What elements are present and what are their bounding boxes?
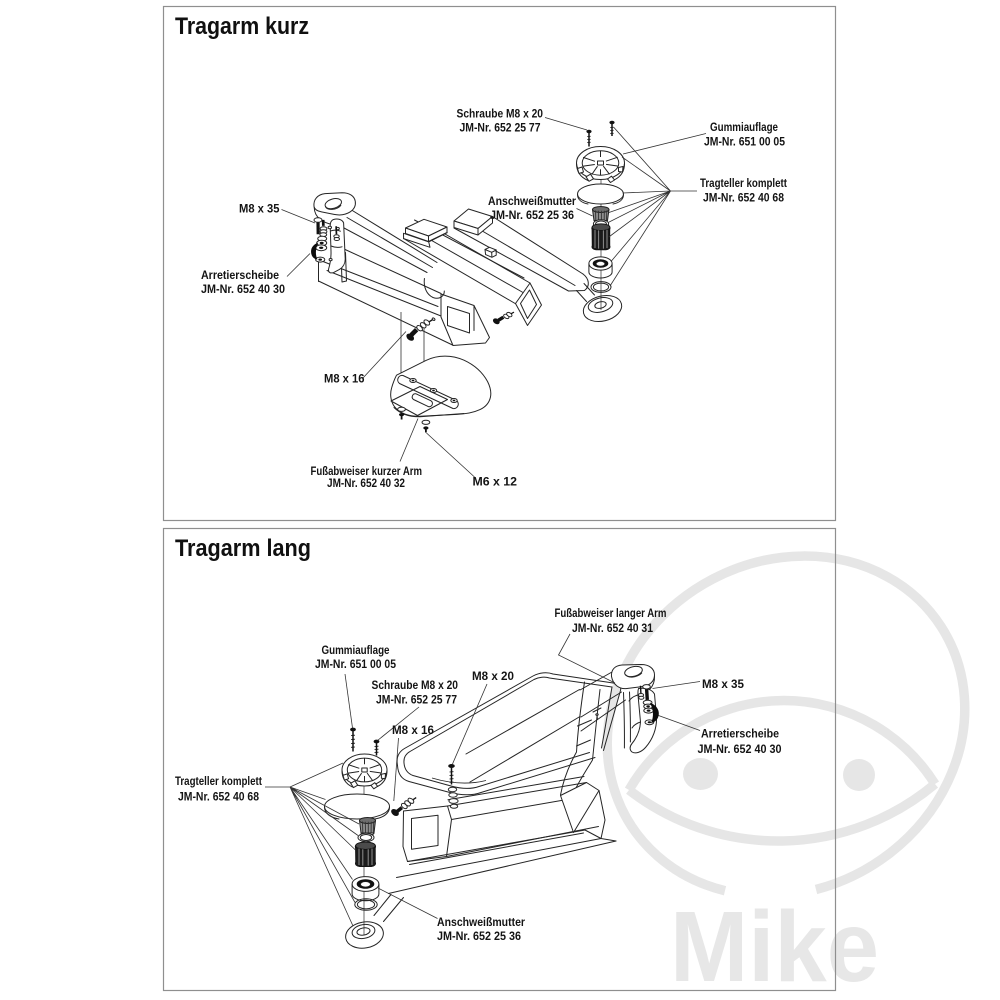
svg-text:Mike: Mike	[670, 891, 879, 1000]
svg-text:JM-Nr. 652 40 30: JM-Nr. 652 40 30	[201, 283, 285, 296]
svg-text:JM-Nr. 652 40 68: JM-Nr. 652 40 68	[703, 192, 784, 205]
svg-text:Gummiauflage: Gummiauflage	[710, 121, 778, 134]
svg-text:Fußabweiser langer Arm: Fußabweiser langer Arm	[555, 607, 667, 620]
svg-text:JM-Nr. 652 40 68: JM-Nr. 652 40 68	[178, 791, 259, 804]
svg-text:Tragarm kurz: Tragarm kurz	[175, 13, 309, 40]
svg-text:M6 x 12: M6 x 12	[473, 476, 518, 489]
svg-text:JM-Nr. 652 25 77: JM-Nr. 652 25 77	[460, 122, 541, 135]
svg-text:JM-Nr. 652 25 36: JM-Nr. 652 25 36	[490, 209, 575, 222]
svg-text:Gummiauflage: Gummiauflage	[322, 644, 390, 657]
svg-text:JM-Nr. 651 00 05: JM-Nr. 651 00 05	[704, 136, 785, 149]
svg-text:Tragarm lang: Tragarm lang	[175, 535, 311, 562]
svg-text:M8 x 16: M8 x 16	[324, 373, 365, 386]
svg-text:M8 x 35: M8 x 35	[239, 203, 280, 216]
svg-text:M8 x 16: M8 x 16	[392, 724, 435, 737]
svg-text:Arretierscheibe: Arretierscheibe	[201, 269, 280, 282]
svg-text:Arretierscheibe: Arretierscheibe	[701, 728, 780, 741]
svg-text:JM-Nr. 652 25 77: JM-Nr. 652 25 77	[376, 694, 457, 707]
svg-text:JM-Nr. 652 25 36: JM-Nr. 652 25 36	[437, 930, 522, 943]
svg-text:JM-Nr. 651 00 05: JM-Nr. 651 00 05	[315, 658, 396, 671]
svg-text:M8 x 35: M8 x 35	[702, 678, 745, 691]
svg-text:Anschweißmutter: Anschweißmutter	[437, 916, 525, 929]
svg-text:Tragteller komplett: Tragteller komplett	[175, 775, 262, 788]
svg-text:M8 x 20: M8 x 20	[472, 670, 514, 683]
svg-text:Schraube M8 x 20: Schraube M8 x 20	[372, 679, 459, 692]
svg-text:Anschweißmutter: Anschweißmutter	[488, 195, 576, 208]
svg-text:JM-Nr. 652 40 30: JM-Nr. 652 40 30	[698, 743, 782, 756]
svg-text:JM-Nr. 652 40 31: JM-Nr. 652 40 31	[572, 622, 653, 635]
svg-text:Tragteller komplett: Tragteller komplett	[700, 177, 787, 190]
svg-text:Schraube M8 x 20: Schraube M8 x 20	[457, 108, 544, 121]
svg-text:JM-Nr. 652 40 32: JM-Nr. 652 40 32	[327, 477, 405, 490]
svg-text:Fußabweiser kurzer Arm: Fußabweiser kurzer Arm	[311, 465, 423, 478]
